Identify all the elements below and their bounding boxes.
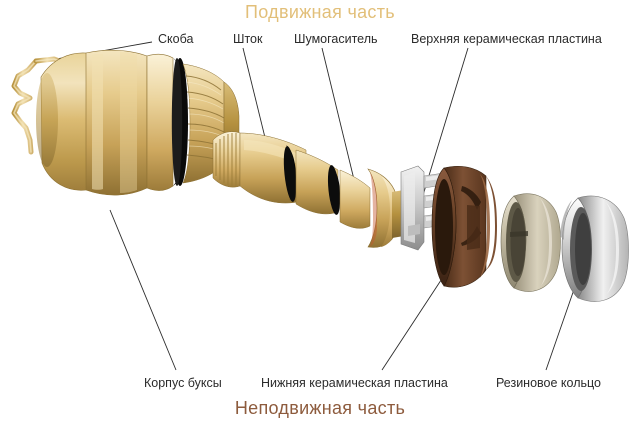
label-shumogasitel: Шумогаситель xyxy=(294,32,378,46)
label-skoba: Скоба xyxy=(158,32,194,46)
part-korpus-buksy xyxy=(36,49,240,196)
label-shtok: Шток xyxy=(233,32,263,46)
leader-rezinovoe-kolco xyxy=(545,277,579,371)
part-nizhnyaya-keramicheskaya-plastina xyxy=(500,193,561,292)
label-korpus-buksy: Корпус буксы xyxy=(144,376,222,390)
label-verhnyaya-keramicheskaya-plastina: Верхняя керамическая пластина xyxy=(411,32,602,46)
leader-korpus-buksy xyxy=(109,209,177,371)
part-verhnyaya-keramicheskaya-plastina xyxy=(431,165,497,288)
leader-shumogasitel xyxy=(321,47,359,197)
section-title-fixed: Неподвижная часть xyxy=(234,398,406,418)
leader-lines-bottom xyxy=(109,209,579,371)
leader-nizhnyaya-plastina xyxy=(381,267,450,371)
label-rezinovoe-kolco: Резиновое кольцо xyxy=(496,376,601,390)
section-title-movable: Подвижная часть xyxy=(245,2,395,22)
part-rezinovoe-kolco xyxy=(560,195,629,302)
label-nizhnyaya-keramicheskaya-plastina: Нижняя керамическая пластина xyxy=(261,376,448,390)
part-shtok xyxy=(212,131,404,248)
